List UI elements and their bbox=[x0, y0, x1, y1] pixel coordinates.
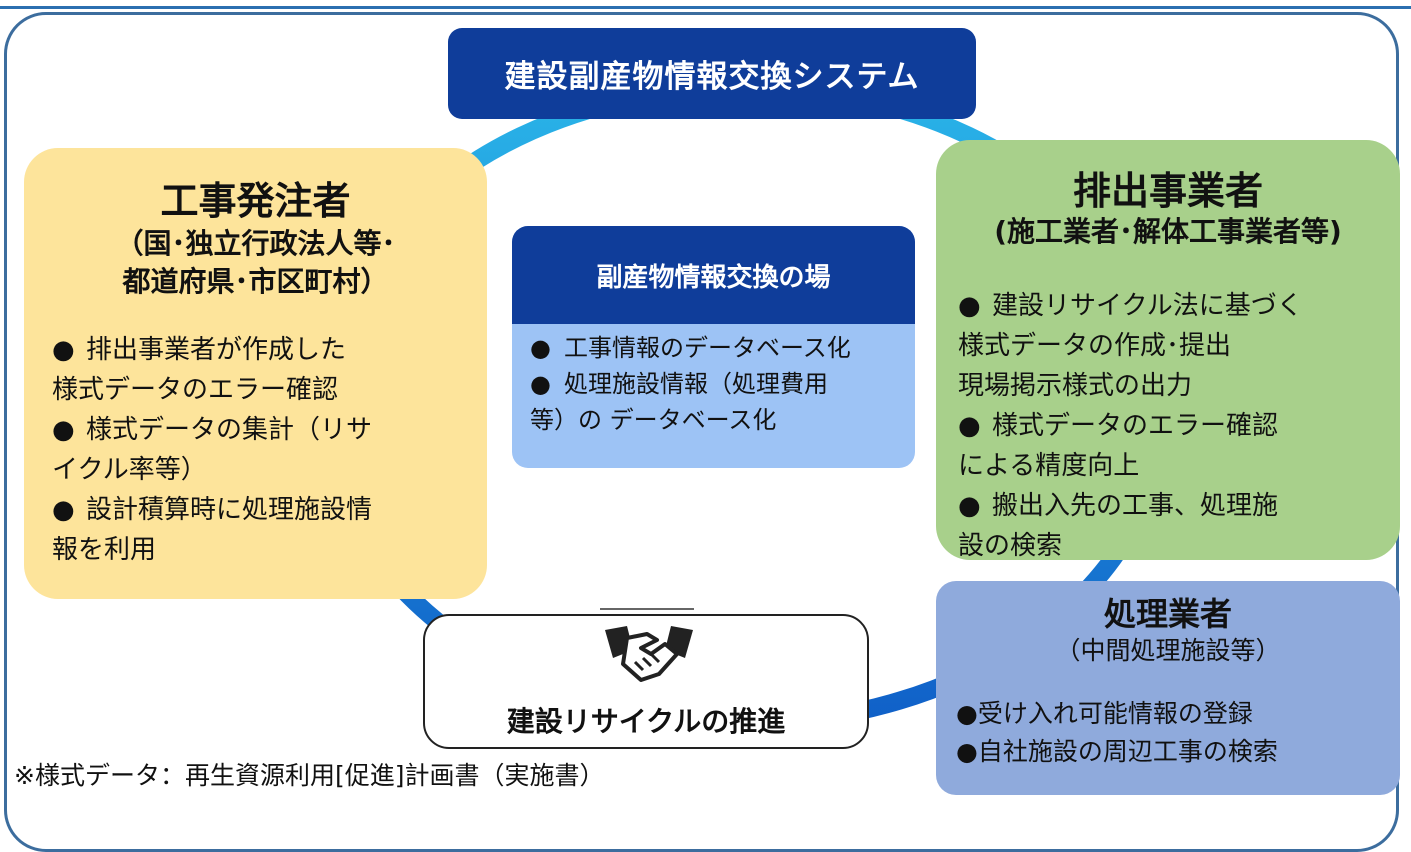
exchange-panel: 副産物情報交換の場 ●工事情報のデータベース化 ●処理施設情報（処理費用 等）の… bbox=[512, 226, 915, 468]
list-item: ●搬出入先の工事、処理施 設の検索 bbox=[958, 491, 1279, 561]
list-item: ●受け入れ可能情報の登録 bbox=[956, 699, 1253, 728]
list-item: ●処理施設情報（処理費用 等）の データベース化 bbox=[530, 370, 828, 434]
orderer-panel: 工事発注者 （国･独立行政法人等･ 都道府県･市区町村） ●排出事業者が作成した… bbox=[24, 148, 487, 599]
list-item: ●工事情報のデータベース化 bbox=[530, 334, 851, 362]
processor-panel: 処理業者 （中間処理施設等） ●受け入れ可能情報の登録 ●自社施設の周辺工事の検… bbox=[936, 581, 1400, 795]
list-item: ●排出事業者が作成した 様式データのエラー確認 bbox=[52, 335, 347, 405]
orderer-title: 工事発注者 bbox=[160, 179, 351, 223]
processor-title: 処理業者 bbox=[1103, 595, 1232, 633]
exchange-title: 副産物情報交換の場 bbox=[512, 226, 915, 324]
top-border-line bbox=[0, 6, 1411, 9]
promotion-label: 建設リサイクルの推進 bbox=[506, 705, 786, 738]
list-item: ●自社施設の周辺工事の検索 bbox=[956, 737, 1278, 766]
system-title: 建設副産物情報交換システム bbox=[448, 28, 976, 119]
exchange-list: ●工事情報のデータベース化 ●処理施設情報（処理費用 等）の データベース化 bbox=[530, 330, 910, 438]
divider bbox=[600, 608, 694, 610]
list-item: ●様式データのエラー確認 による精度向上 bbox=[958, 411, 1279, 481]
emitter-subtitle: (施工業者･解体工事業者等) bbox=[994, 215, 1342, 248]
list-item: ●設計積算時に処理施設情 報を利用 bbox=[52, 495, 373, 565]
orderer-subtitle-line1: （国･独立行政法人等･ bbox=[115, 227, 396, 260]
orderer-subtitle-line2: 都道府県･市区町村） bbox=[122, 265, 389, 298]
emitter-list: ●建設リサイクル法に基づく 様式データの作成･提出 現場掲示様式の出力 ●様式デ… bbox=[958, 286, 1388, 566]
emitter-panel: 排出事業者 (施工業者･解体工事業者等) ●建設リサイクル法に基づく 様式データ… bbox=[936, 140, 1400, 561]
emitter-title: 排出事業者 bbox=[1072, 169, 1263, 213]
footnote: ※様式データ：再生資源利用[促進]計画書（実施書） bbox=[14, 761, 605, 790]
promotion-panel: 建設リサイクルの推進 bbox=[423, 608, 869, 749]
processor-subtitle: （中間処理施設等） bbox=[1055, 636, 1281, 665]
orderer-list: ●排出事業者が作成した 様式データのエラー確認 ●様式データの集計（リサ イクル… bbox=[52, 330, 472, 570]
list-item: ●様式データの集計（リサ イクル率等） bbox=[52, 415, 373, 485]
list-item: ●建設リサイクル法に基づく 様式データの作成･提出 現場掲示様式の出力 bbox=[958, 291, 1303, 401]
handshake-icon bbox=[605, 626, 693, 682]
processor-list: ●受け入れ可能情報の登録 ●自社施設の周辺工事の検索 bbox=[956, 695, 1386, 771]
